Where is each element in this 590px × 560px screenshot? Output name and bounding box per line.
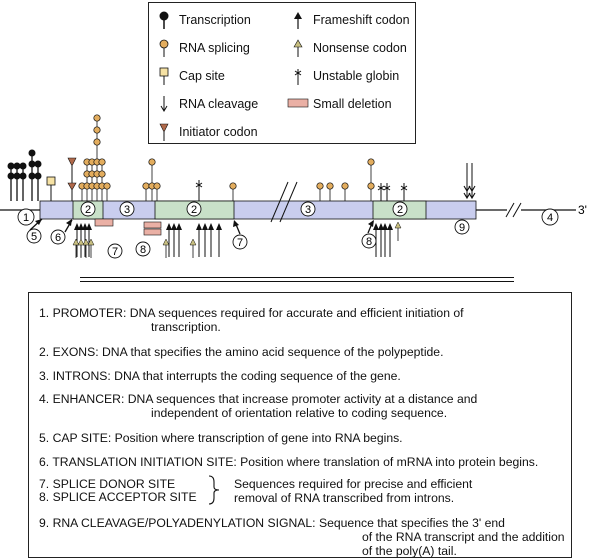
break-mark-intron xyxy=(270,181,298,223)
definition-cap-site: 5. CAP SITE: Position where transcriptio… xyxy=(39,431,403,445)
small-deletion-icon xyxy=(287,98,309,108)
definition-introns: 3. INTRONS: DNA that interrupts the codi… xyxy=(39,369,401,383)
unstable-globin-icon xyxy=(294,69,302,85)
region-label-intron-1: 3 xyxy=(124,204,130,216)
region-label-exon-2: 2 xyxy=(191,204,197,216)
transcription-icon xyxy=(159,11,169,29)
rna-cleavage-icon xyxy=(160,96,168,112)
site-label-acceptor-2: 8 xyxy=(366,236,372,248)
definition-polyadenylation: 9. RNA CLEAVAGE/POLYADENYLATION SIGNAL: … xyxy=(39,516,565,558)
rna-splicing-icon xyxy=(159,39,169,57)
separator-line xyxy=(80,281,514,282)
cap-site-marker xyxy=(46,176,56,201)
region-label-polya: 9 xyxy=(459,222,465,234)
three-prime-label: 3' xyxy=(578,203,587,217)
region-label-promoter: 1 xyxy=(23,212,29,224)
region-label-enhancer: 4 xyxy=(547,212,553,224)
nonsense-codon-markers xyxy=(72,221,402,258)
gene-body xyxy=(39,200,477,220)
definition-splice-sites-description: Sequences required for precise and effic… xyxy=(234,477,473,505)
definition-translation-initiation: 6. TRANSLATION INITIATION SITE: Position… xyxy=(39,455,539,469)
site-label-acceptor-1: 8 xyxy=(140,244,146,256)
site-arrows xyxy=(29,218,374,235)
site-label-initiation: 6 xyxy=(55,232,61,244)
transcription-markers xyxy=(7,149,42,201)
definition-enhancer: 4. ENHANCER: DNA sequences that increase… xyxy=(39,392,478,420)
definition-splice-donor: 7. SPLICE DONOR SITE xyxy=(39,477,176,491)
definition-promoter: 1. PROMOTER: DNA sequences required for … xyxy=(39,306,464,334)
region-label-intron-2: 3 xyxy=(305,204,311,216)
break-mark-flank xyxy=(505,202,522,218)
legend-box: Transcription RNA splicing Cap site RNA … xyxy=(148,2,416,144)
region-label-exon-3: 2 xyxy=(397,204,403,216)
rna-cleavage-markers xyxy=(463,163,476,200)
cap-site-icon xyxy=(159,67,169,85)
region-label-exon-1: 2 xyxy=(85,204,91,216)
site-label-donor-2: 7 xyxy=(237,237,243,249)
nonsense-codon-icon xyxy=(293,39,303,57)
frameshift-codon-icon xyxy=(294,12,302,29)
initiator-codon-icon xyxy=(159,123,169,141)
brace-icon xyxy=(208,475,220,505)
initiator-codon-marker xyxy=(67,157,77,201)
definition-splice-acceptor: 8. SPLICE ACCEPTOR SITE xyxy=(39,490,197,504)
site-label-cap: 5 xyxy=(31,231,37,243)
unstable-globin-markers xyxy=(195,180,408,201)
small-deletion-markers xyxy=(94,218,162,236)
separator-line xyxy=(80,277,514,278)
region-labels: 1 2 3 2 3 2 9 4 5 6 7 8 7 8 xyxy=(17,201,559,259)
rna-splicing-markers xyxy=(78,114,375,201)
gene-diagram: 3' xyxy=(0,114,587,259)
definitions-box: 1. PROMOTER: DNA sequences required for … xyxy=(28,292,572,558)
site-label-donor-1: 7 xyxy=(112,246,118,258)
definition-exons: 2. EXONS: DNA that specifies the amino a… xyxy=(39,345,444,359)
